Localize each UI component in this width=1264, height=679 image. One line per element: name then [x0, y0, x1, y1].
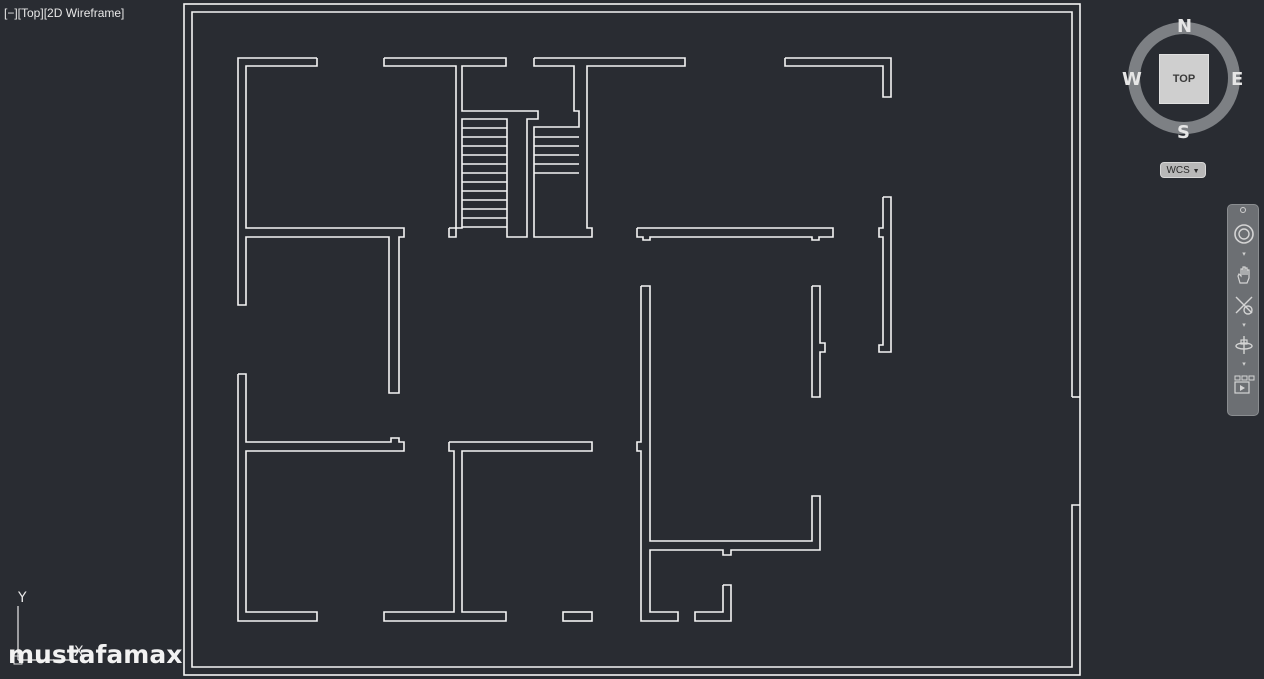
navigation-bar: ▾ ▾ ▾ — [1227, 204, 1259, 416]
middle-right-walls — [636, 196, 892, 398]
orbit-menu-arrow[interactable]: ▾ — [1242, 360, 1246, 368]
room-top-left — [237, 57, 405, 394]
zoom-extents-button[interactable] — [1231, 291, 1257, 319]
showmotion-button[interactable] — [1231, 371, 1257, 399]
ucs-y-label: Y — [18, 590, 27, 606]
compass-south[interactable]: S — [1177, 122, 1190, 143]
viewcube-face-label: TOP — [1172, 73, 1196, 85]
watermark-text: mustafamax — [8, 640, 183, 669]
showmotion-icon — [1234, 375, 1255, 394]
chevron-down-icon: ▼ — [1192, 168, 1200, 175]
orbit-button[interactable] — [1231, 331, 1257, 359]
viewcube-top-face[interactable]: TOP — [1159, 54, 1209, 104]
ucs-x-label: X — [74, 644, 84, 660]
ucs-icon: Y X — [8, 588, 88, 672]
wcs-dropdown[interactable]: WCS ▼ — [1160, 162, 1206, 178]
wcs-label: WCS — [1166, 165, 1190, 176]
zoom-menu-arrow[interactable]: ▾ — [1242, 321, 1246, 329]
room-bottom-left — [237, 373, 593, 622]
steering-wheel-button[interactable] — [1231, 220, 1257, 248]
navbar-close-icon[interactable] — [1238, 207, 1248, 213]
zoom-extents-icon — [1235, 296, 1253, 315]
orbit-icon — [1235, 336, 1253, 354]
compass-west[interactable]: W — [1122, 69, 1142, 90]
viewcube[interactable]: N S W E TOP — [1122, 16, 1246, 144]
room-bottom-right — [636, 285, 821, 622]
staircase — [462, 127, 579, 228]
compass-north[interactable]: N — [1177, 16, 1193, 37]
pan-hand-icon — [1237, 266, 1250, 284]
outer-boundary — [183, 3, 1081, 676]
compass-ring[interactable] — [1122, 16, 1246, 144]
pan-button[interactable] — [1231, 261, 1257, 289]
steering-wheel-menu-arrow[interactable]: ▾ — [1242, 250, 1246, 258]
steering-wheel-icon — [1234, 224, 1254, 244]
top-walls — [383, 57, 892, 238]
compass-east[interactable]: E — [1231, 69, 1244, 90]
ucs-axes-icon — [13, 606, 72, 665]
viewport-controls-label[interactable]: [−][Top][2D Wireframe] — [4, 6, 125, 20]
